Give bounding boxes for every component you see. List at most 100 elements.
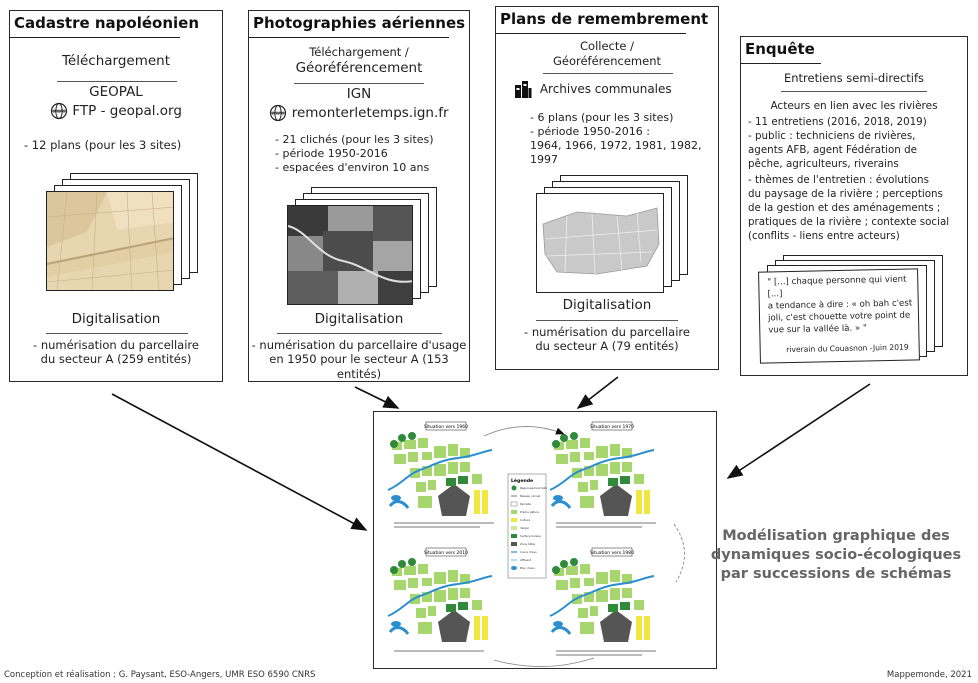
detail: - 6 plans (pour les 3 sites) xyxy=(530,111,674,124)
title-underline xyxy=(741,63,821,65)
result-line: - numérisation du parcellaire d'usage xyxy=(251,338,467,352)
step-download: Téléchargement xyxy=(61,53,171,69)
survey-line: - 11 entretiens (2016, 2018, 2019) xyxy=(748,116,927,128)
survey-line: - thèmes de l'entretien : évolutions xyxy=(748,174,929,186)
legend-item: Réseau vicinal xyxy=(520,494,540,498)
source-name: IGN xyxy=(346,86,372,102)
legend-item: Parcelle xyxy=(520,502,531,506)
result-line: du secteur A (259 entités) xyxy=(40,352,192,366)
archive-icon xyxy=(515,81,532,98)
step-download: Téléchargement / xyxy=(309,45,409,59)
quote-line: " [...] chaque personne qui vient [...] xyxy=(767,274,907,300)
survey-line: agents AFB, agent Fédération de xyxy=(748,144,917,156)
step-collect: Collecte / xyxy=(580,39,634,53)
detail: - 21 clichés (pour les 3 sites) xyxy=(275,133,434,146)
result-line: du secteur A (79 entités) xyxy=(535,339,679,353)
legend-item: Culture xyxy=(520,518,530,522)
cadastre-map-image xyxy=(46,191,174,291)
schema-quadrant xyxy=(386,430,494,518)
source-url: FTP - geopal.org xyxy=(72,103,182,119)
legend-item: Surface boisée xyxy=(520,534,541,538)
legend-item: Verger xyxy=(520,526,530,530)
survey-line: (conflits - liens entre acteurs) xyxy=(748,230,900,242)
panel-plans: Plans de remembrement Collecte / Géoréfé… xyxy=(495,6,719,370)
schema-diagram: Situation vers 1960 Situation vers 1970 … xyxy=(386,421,685,667)
detail: - espacées d'environ 10 ans xyxy=(275,161,430,174)
quadrant-label: Situation vers 1970 xyxy=(590,424,634,430)
globe-icon: WWW xyxy=(270,104,287,122)
title-underline xyxy=(249,37,449,39)
result-line: en 1950 pour le secteur A (153 entités) xyxy=(269,352,449,381)
panel-title: Photographies aériennes xyxy=(253,14,466,32)
result-line: - numérisation du parcellaire xyxy=(33,338,199,352)
photo-stack xyxy=(287,187,447,305)
divider xyxy=(781,91,927,92)
source-link: WWW FTP - geopal.org xyxy=(10,102,222,120)
quadrant-label: Situation vers 1960 xyxy=(424,424,468,430)
panel-title: Enquête xyxy=(745,40,815,58)
arrow-plans xyxy=(576,376,619,409)
svg-text:WWW: WWW xyxy=(53,109,65,114)
actors-heading: Acteurs en lien avec les rivières xyxy=(770,100,938,112)
title-underline xyxy=(496,33,686,35)
legend-item: Affluent xyxy=(520,558,532,562)
plan-stack xyxy=(536,175,696,293)
source-link: WWW remonterletemps.ign.fr xyxy=(249,104,469,122)
step-digitalisation: Digitalisation xyxy=(562,297,652,313)
result-line: - numérisation du parcellaire xyxy=(524,325,690,339)
detail: - période 1950-2016 : xyxy=(530,125,650,138)
divider xyxy=(46,333,188,334)
step-georef: Géoréférencement xyxy=(295,60,423,76)
detail: - période 1950-2016 xyxy=(275,147,388,160)
panel-cadastre: Cadastre napoléonien Téléchargement GEOP… xyxy=(9,10,223,382)
divider xyxy=(294,83,424,84)
divider xyxy=(277,333,442,334)
schema-quadrant xyxy=(548,556,656,644)
legend-item: Zone bâtie xyxy=(520,542,535,546)
legend-item: Plan d'eau xyxy=(520,566,535,570)
caption-line: Modélisation graphique des xyxy=(722,528,950,544)
map-stack xyxy=(46,173,206,291)
source-name: GEOPAL xyxy=(89,84,143,100)
caption-line: par successions de schémas xyxy=(720,566,952,582)
quote-stack: " [...] chaque personne qui vient [...] … xyxy=(758,255,959,367)
legend-item: Cours d'eau xyxy=(520,550,537,554)
remembrement-plan-image xyxy=(536,193,664,293)
aerial-photo-image xyxy=(287,205,413,305)
globe-icon: WWW xyxy=(50,102,68,120)
quadrant-label: Situation vers 2010 xyxy=(424,550,468,556)
arrow-cadastre xyxy=(111,393,368,531)
title-underline xyxy=(10,37,180,39)
caption-line: dynamiques socio-écologiques xyxy=(710,547,962,563)
quote-line: vue sur la vallée là. » " xyxy=(768,323,867,336)
step-digitalisation: Digitalisation xyxy=(314,311,404,327)
arrow-survey xyxy=(726,383,871,479)
survey-line: du paysage de la rivière ; perceptions xyxy=(748,188,943,200)
detail: - 12 plans (pour les 3 sites) xyxy=(24,138,182,152)
survey-line: de la gestion et des aménagements ; xyxy=(748,202,941,214)
modelling-caption: Modélisation graphique des dynamiques so… xyxy=(706,527,966,584)
footer-credit: Conception et réalisation : G. Paysant, … xyxy=(4,670,316,680)
legend-swatches xyxy=(510,485,518,570)
source-name: Archives communales xyxy=(539,81,672,96)
legend-item: Prairie pâture xyxy=(520,510,539,514)
schema-quadrant xyxy=(548,430,656,518)
schema-quadrant xyxy=(386,556,494,644)
panel-aerial-photos: Photographies aériennes Téléchargement /… xyxy=(248,10,470,382)
panel-survey: Enquête Entretiens semi-directifs Acteur… xyxy=(740,36,968,376)
survey-line: pêche, agriculteurs, riverains xyxy=(748,158,899,170)
divider xyxy=(543,73,673,74)
arrow-aerial xyxy=(354,386,400,409)
source-archives: Archives communales xyxy=(514,79,672,99)
quadrant-label: Situation vers 1980 xyxy=(590,550,634,556)
detail: 1997 xyxy=(530,153,558,166)
footer-source: Mappemonde, 2021 xyxy=(886,670,972,680)
step-georef: Géoréférencement xyxy=(552,54,661,68)
panel-title: Cadastre napoléonien xyxy=(14,14,200,32)
detail: 1964, 1966, 1972, 1981, 1982, xyxy=(530,139,702,152)
survey-line: pratiques de la rivière ; contexte socia… xyxy=(748,216,950,228)
step-digitalisation: Digitalisation xyxy=(71,311,161,327)
source-url: remonterletemps.ign.fr xyxy=(291,105,449,121)
quote-author: riverain du Couasnon -Juin 2019 xyxy=(786,342,909,355)
quote-card: " [...] chaque personne qui vient [...] … xyxy=(758,268,920,364)
